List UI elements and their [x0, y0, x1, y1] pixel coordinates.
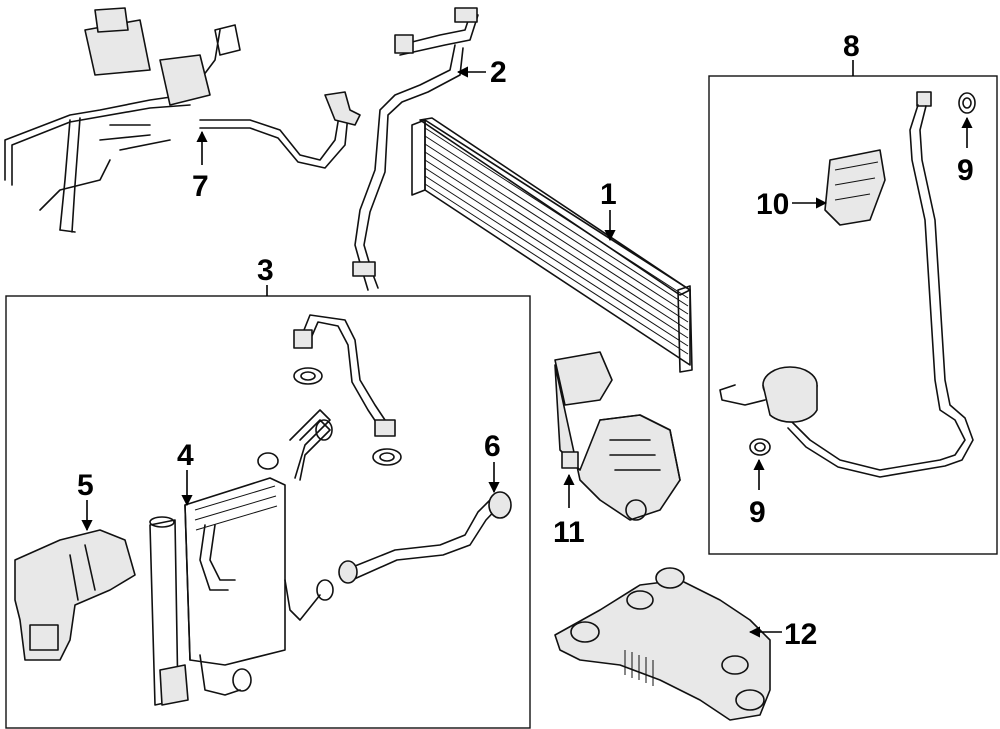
- condenser-part: [411, 117, 693, 373]
- callout-11: 11: [553, 516, 585, 549]
- callout-8: 8: [843, 30, 860, 63]
- callout-5: 5: [77, 469, 94, 502]
- group-box-8: [708, 75, 998, 555]
- callout-3: 3: [257, 254, 274, 287]
- oil-cooler-part: [149, 409, 334, 706]
- callout-9-bottom: 9: [749, 496, 766, 529]
- group-box-3: [5, 295, 531, 729]
- refrigerant-line-part: [352, 7, 479, 291]
- callout-4: 4: [177, 439, 194, 472]
- refrigerant-tube-part: [293, 314, 402, 466]
- callout-9-top: 9: [957, 154, 974, 187]
- mounting-bracket-part: [14, 529, 136, 661]
- callout-1: 1: [600, 178, 617, 211]
- o-ring-part: [749, 92, 976, 456]
- callout-10: 10: [756, 188, 789, 221]
- callout-12: 12: [784, 618, 817, 651]
- compressor-bracket-part: [554, 567, 771, 721]
- compressor-part: [554, 351, 681, 521]
- callout-7: 7: [192, 170, 209, 203]
- callout-6: 6: [484, 430, 501, 463]
- callout-2: 2: [490, 56, 507, 89]
- wiring-harness-part: [4, 7, 361, 233]
- coolant-tube-part: [338, 491, 512, 584]
- hose-assembly-part: [719, 91, 974, 478]
